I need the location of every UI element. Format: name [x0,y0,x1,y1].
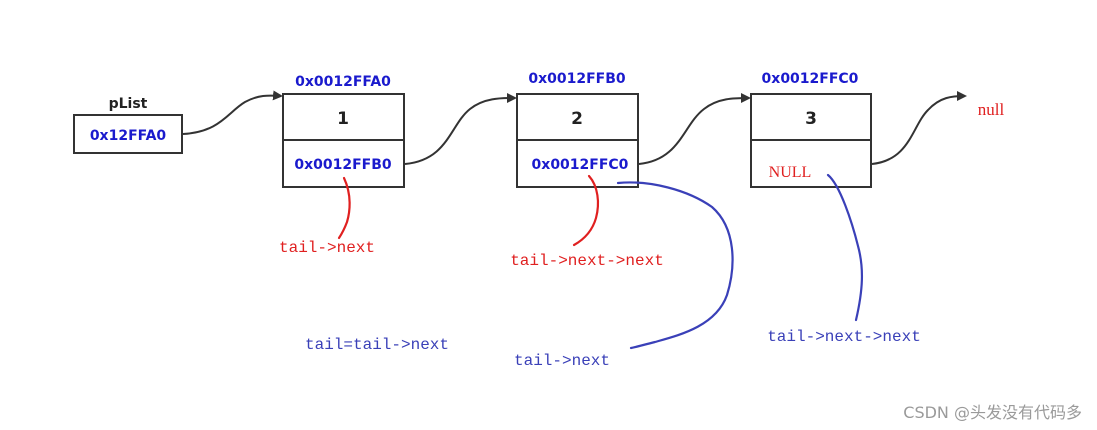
red-stroke-2 [572,174,600,247]
list-node-2: 0x0012FFB0 2 0x0012FFC0 [516,71,639,188]
link-arrows [182,90,967,165]
head-pointer: pList 0x12FFA0 [73,96,183,154]
list-node-1: 0x0012FFA0 1 0x0012FFB0 [282,74,405,188]
arrow-head-to-node-1 [182,90,283,135]
node-1-address: 0x0012FFA0 [295,74,391,90]
annotation-tail-next-blue: tail->next [514,352,610,370]
arrow-node-2-to-node-3 [638,93,751,165]
blue-stroke-1 [616,181,734,350]
head-value: 0x12FFA0 [90,128,167,144]
node-1-data: 1 [337,109,349,129]
arrow-node-3-to-null [871,91,967,165]
node-3-data: 3 [805,109,817,129]
head-label: pList [109,96,148,112]
arrow-node-1-to-node-2 [404,93,517,165]
node-2-data: 2 [571,109,583,129]
watermark: CSDN @头发没有代码多 [903,403,1082,422]
node-3-next: NULL [769,164,812,181]
node-2-address: 0x0012FFB0 [528,71,626,87]
blue-annotations [616,173,864,350]
list-node-3: 0x0012FFC0 3 NULL [750,71,872,188]
node-3-address: 0x0012FFC0 [762,71,859,87]
annotation-tail-next-red: tail->next [279,239,375,257]
head-box [73,114,183,154]
annotation-tail-next-next-red: tail->next->next [510,252,664,270]
annotation-tail-assign-blue: tail=tail->next [305,336,449,354]
node-1-next: 0x0012FFB0 [294,157,392,173]
null-terminator: null [978,100,1005,119]
node-2-next: 0x0012FFC0 [532,157,629,173]
blue-stroke-2 [826,173,864,322]
annotation-tail-next-next-blue: tail->next->next [767,328,921,346]
red-stroke-1 [337,176,351,240]
red-annotations [337,174,600,247]
